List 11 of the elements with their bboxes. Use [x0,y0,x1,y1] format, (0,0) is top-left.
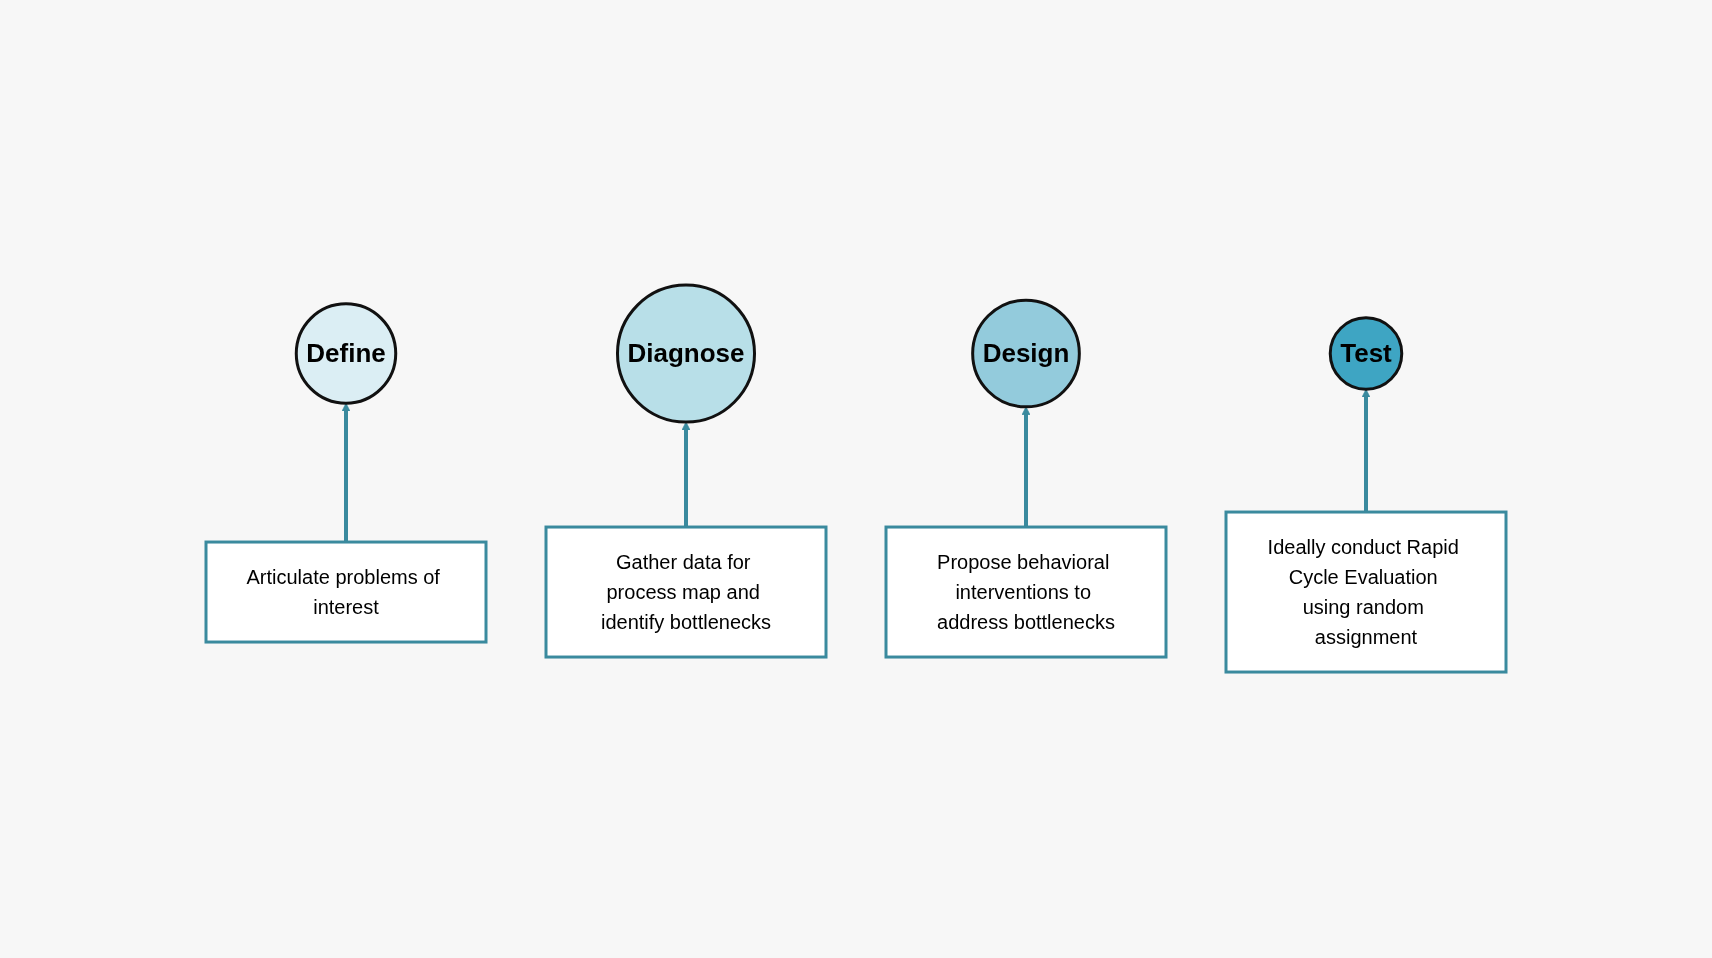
node-box: Propose behavioral interventions to address bottlenecks [884,526,1168,659]
node-circle: Test [1328,316,1404,392]
arrow [341,403,351,543]
node-circle: Diagnose [616,284,756,424]
arrow [1361,389,1371,513]
node-box: Articulate problems of interest [204,541,488,644]
node-box: Gather data for process map and identify bottlenecks [544,526,828,659]
node-box: Ideally conduct Rapid Cycle Evaluation using random assignment [1224,511,1508,674]
arrow [681,422,691,528]
node-circle: Design [971,299,1081,409]
node-circle: Define [294,302,398,406]
